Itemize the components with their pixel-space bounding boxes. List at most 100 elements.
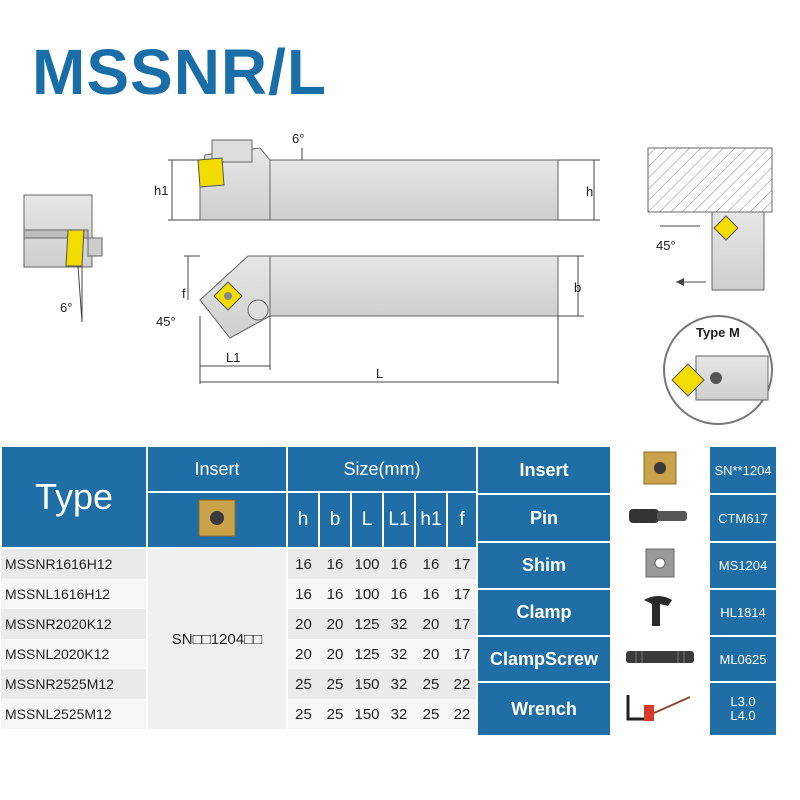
col-L1: L1 [382,491,416,549]
model-cell: MSSNR1616H12 [1,548,148,579]
value-cell: 32 [383,699,415,729]
value-cell: 150 [351,699,383,729]
value-cell: 20 [319,609,351,639]
value-cell: 16 [383,548,415,579]
table-row: MSSNL1616H12 16 16 100 16 16 17 [1,579,477,609]
model-cell: MSSNR2020K12 [1,609,148,639]
value-cell: 16 [415,579,447,609]
part-code: SN**1204 [708,445,778,495]
part-name: Pin [476,493,612,543]
model-cell: MSSNL2020K12 [1,639,148,669]
col-b: b [318,491,352,549]
part-row-shim: Shim MS1204 [476,541,778,590]
value-cell: 100 [351,548,383,579]
value-cell: 20 [415,609,447,639]
value-cell: 25 [287,669,319,699]
part-row-clamp: Clamp HL1814 [476,588,778,637]
part-image [610,445,710,495]
value-cell: 16 [287,579,319,609]
part-row-screw: ClampScrew ML0625 [476,635,778,683]
insert-header: Insert [146,445,288,493]
value-cell: 32 [383,609,415,639]
value-cell: 17 [447,579,477,609]
screw-icon [626,650,694,663]
value-cell: 125 [351,639,383,669]
value-cell: 20 [287,609,319,639]
col-h: h [286,491,320,549]
model-cell: MSSNR2525M12 [1,669,148,699]
part-code-line-2: L4.0 [730,708,756,723]
model-cell: MSSNL1616H12 [1,579,148,609]
part-name: Insert [476,445,612,495]
value-cell: 25 [287,699,319,729]
parts-table: Insert SN**1204 Pin CTM617 Shim MS1204 [476,445,778,737]
part-code-line-1: L3.0 [730,693,756,709]
table-row: MSSNR1616H12 SN□□1204□□ 16 16 100 16 16 … [1,548,477,729]
workpiece-view: 45° [647,147,773,291]
angle-45-label-a: 45° [156,314,176,329]
table-row: MSSNL2525M12 25 25 150 32 25 22 [1,699,477,729]
part-image [610,635,710,683]
plan-view: f b 45° L1 L [156,255,584,384]
insert-header-image [146,491,288,549]
insert-value-cell: SN□□1204□□ [147,548,288,729]
part-row-insert: Insert SN**1204 [476,445,778,495]
part-code: MS1204 [708,541,778,590]
value-cell: 25 [415,699,447,729]
value-cell: 17 [447,548,477,579]
value-cell: 16 [319,579,351,609]
value-cell: 22 [447,699,477,729]
dim-h1-label: h1 [154,183,168,198]
value-cell: 150 [351,669,383,699]
part-image [610,541,710,590]
value-cell: 20 [319,639,351,669]
shim-icon [645,548,675,578]
part-code: L3.0 L4.0 [708,681,778,737]
angle-45-label-b: 45° [656,238,676,253]
angle-top-label: 6° [292,131,304,146]
value-cell: 125 [351,609,383,639]
value-cell: 20 [415,639,447,669]
col-L: L [350,491,384,549]
value-cell: 25 [319,669,351,699]
table-row: MSSNR2020K12 20 20 125 32 20 17 [1,609,477,639]
dim-L-label: L [376,366,383,381]
part-row-wrench: Wrench L3.0 L4.0 [476,681,778,737]
part-image [610,493,710,543]
type-header: Type [0,445,148,549]
dim-L1-label: L1 [226,350,240,365]
part-code: HL1814 [708,588,778,637]
table-row: MSSNL2020K12 20 20 125 32 20 17 [1,639,477,669]
type-m-label: Type M [696,325,740,340]
table-row: MSSNR2525M12 25 25 150 32 25 22 [1,669,477,699]
value-cell: 32 [383,669,415,699]
part-image [610,681,710,737]
value-cell: 20 [287,639,319,669]
type-m-detail: Type M [663,315,773,425]
pin-icon [629,508,687,523]
page-title: MSSNR/L [32,36,327,108]
part-name: ClampScrew [476,635,612,683]
value-cell: 16 [287,548,319,579]
part-name: Wrench [476,681,612,737]
value-cell: 17 [447,609,477,639]
wrench-icon [626,694,691,721]
value-cell: 100 [351,579,383,609]
dim-b-label: b [574,280,581,295]
value-cell: 32 [383,639,415,669]
value-cell: 17 [447,639,477,669]
model-cell: MSSNL2525M12 [1,699,148,729]
part-code: CTM617 [708,493,778,543]
front-view: h1 h 6° [154,131,600,221]
insert-icon [643,451,677,484]
spec-table: Type Insert Size(mm) h b L L1 h1 f MSSNR… [0,445,478,729]
col-f: f [446,491,478,549]
angle-left-label: 6° [60,300,72,315]
dim-f-label: f [182,286,186,301]
part-code: ML0625 [708,635,778,683]
size-header: Size(mm) [286,445,478,493]
col-h1: h1 [414,491,448,549]
value-cell: 16 [415,548,447,579]
value-cell: 25 [319,699,351,729]
part-name: Clamp [476,588,612,637]
